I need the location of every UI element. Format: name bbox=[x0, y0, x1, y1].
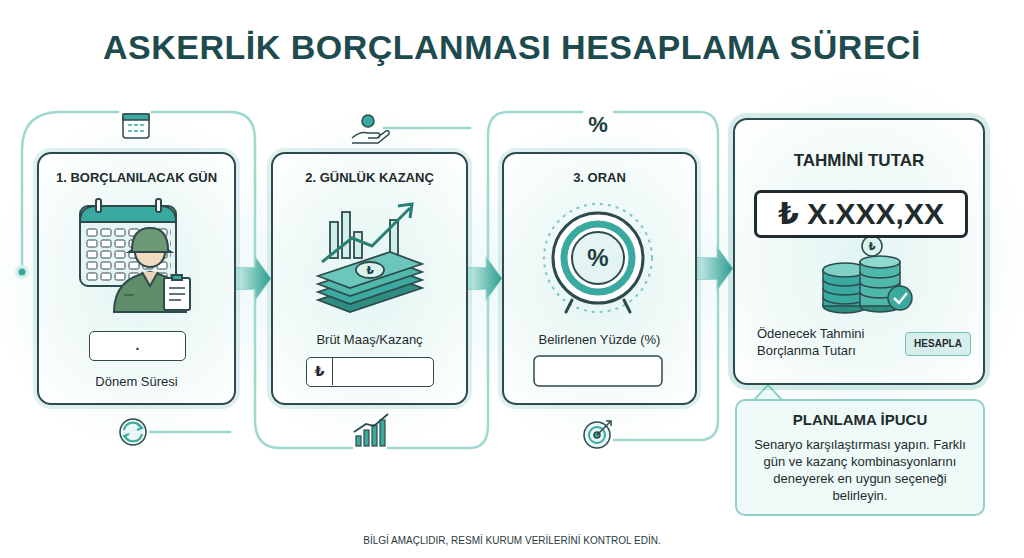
soldier-illustration bbox=[129, 228, 171, 252]
step-panel: 3. ORAN Belirlenen Yüzde (%) bbox=[502, 152, 697, 405]
glow-ground bbox=[450, 110, 750, 450]
bar-chart-icon bbox=[356, 436, 361, 446]
coins-illustration bbox=[862, 236, 882, 256]
step-heading: 3. ORAN bbox=[504, 170, 695, 187]
result-heading: TAHMİNİ TUTAR bbox=[735, 150, 983, 172]
soldier-illustration bbox=[164, 278, 190, 310]
tip-callout: PLANLAMA İPUCU Senaryo karşılaştırması ya… bbox=[735, 399, 985, 516]
money-illustration bbox=[398, 204, 412, 218]
tip-pointer bbox=[754, 385, 782, 400]
result-panel: TAHMİNİ TUTAR Ödenecek Tahmini Borçlanma … bbox=[733, 118, 985, 385]
coins-illustration bbox=[888, 286, 912, 310]
calculate-button: HESAPLA bbox=[905, 332, 971, 356]
input-field: . bbox=[89, 331, 186, 361]
left-dot bbox=[15, 265, 29, 279]
tip-pointer bbox=[754, 385, 782, 400]
field-label: Belirlenen Yüzde (%) bbox=[504, 332, 695, 349]
coins-illustration bbox=[823, 236, 912, 313]
percent-icon: % bbox=[588, 112, 608, 138]
input-value: . bbox=[90, 332, 185, 359]
refresh-icon bbox=[124, 424, 142, 440]
calendar-icon-small bbox=[123, 114, 149, 120]
glow-ground bbox=[220, 110, 520, 450]
glow-ground bbox=[0, 70, 1024, 450]
amount-display: ₺ X.XXX,XX bbox=[754, 190, 968, 238]
target-icon bbox=[597, 421, 611, 435]
hand-coin-icon bbox=[362, 115, 374, 127]
hand-coin-icon bbox=[352, 131, 389, 143]
empty-input-field bbox=[534, 356, 662, 386]
diagram-title: ASKERLİK BORÇLANMASI HESAPLAMA SÜRECİ bbox=[0, 28, 1024, 67]
calendar-illustration bbox=[80, 199, 176, 286]
glow-ground bbox=[0, 110, 290, 450]
percent-symbol: % bbox=[587, 244, 608, 272]
currency-symbol: ₺ bbox=[307, 358, 333, 385]
calendar-icon-small bbox=[123, 114, 149, 138]
decor-lines bbox=[152, 112, 352, 448]
bar-chart-icon bbox=[354, 414, 388, 432]
field-label: Dönem Süresi bbox=[39, 374, 234, 391]
step-panel: 1. BORÇLANILACAK GÜN Dönem Süresi. bbox=[37, 152, 236, 405]
soldier-illustration bbox=[114, 228, 190, 312]
money-illustration bbox=[318, 252, 422, 288]
calendar-illustration bbox=[96, 199, 101, 212]
money-illustration bbox=[356, 262, 384, 278]
soldier-illustration bbox=[142, 272, 158, 286]
hand-coin-icon bbox=[352, 115, 389, 143]
left-dot bbox=[19, 269, 26, 276]
coins-illustration bbox=[894, 293, 907, 303]
step-heading: 2. GÜNLÜK KAZANÇ bbox=[273, 170, 466, 187]
bar-chart-icon bbox=[364, 430, 369, 446]
step-heading: 1. BORÇLANILACAK GÜN bbox=[39, 170, 234, 187]
flow-arrow bbox=[468, 257, 502, 301]
currency-symbol: ₺ bbox=[869, 241, 876, 252]
soldier-illustration bbox=[169, 288, 185, 300]
calendar-icon-small bbox=[123, 114, 149, 138]
gauge-illustration bbox=[564, 224, 632, 292]
button-label: HESAPLA bbox=[906, 333, 970, 355]
money-illustration bbox=[322, 208, 410, 262]
gauge-illustration bbox=[544, 204, 652, 312]
flow-arrow bbox=[236, 257, 271, 301]
refresh-icon bbox=[124, 423, 142, 441]
flow-arrow bbox=[697, 247, 733, 291]
decor-lines bbox=[150, 431, 230, 434]
bar-chart-icon bbox=[372, 425, 377, 446]
left-dot bbox=[15, 265, 29, 279]
target-icon bbox=[584, 422, 610, 448]
coins-illustration bbox=[860, 256, 900, 268]
target-icon bbox=[584, 421, 611, 448]
amount-value: ₺ X.XXX,XX bbox=[757, 193, 965, 235]
field-label: Brüt Maaş/Kazanç bbox=[273, 332, 466, 349]
step-panel: 2. GÜNLÜK KAZANÇ Brüt Maaş/Kazanç ₺ bbox=[271, 152, 468, 405]
calendar-icon-small bbox=[128, 125, 144, 131]
tip-heading: PLANLAMA İPUCU bbox=[749, 410, 971, 430]
soldier-illustration bbox=[172, 275, 182, 280]
refresh-icon bbox=[120, 419, 146, 445]
currency-symbol: ₺ bbox=[366, 264, 374, 277]
gauge-illustration bbox=[544, 204, 652, 312]
money-illustration bbox=[318, 204, 422, 312]
caption: BİLGİ AMAÇLIDIR, RESMİ KURUM VERİLERİNİ … bbox=[0, 535, 1024, 546]
money-illustration bbox=[342, 212, 350, 258]
refresh-icon bbox=[120, 419, 146, 445]
bar-chart-icon bbox=[354, 414, 388, 446]
calendar-illustration bbox=[156, 199, 161, 212]
money-illustration bbox=[354, 232, 362, 258]
gauge-illustration bbox=[572, 232, 624, 284]
bar-chart-icon bbox=[380, 420, 385, 446]
empty-input-field bbox=[534, 356, 662, 386]
input-field: ₺ bbox=[306, 357, 434, 387]
tip-body: Senaryo karşılaştırması yapın. Farklı gü… bbox=[749, 436, 971, 504]
decor-lines bbox=[384, 127, 470, 130]
result-label: Ödenecek Tahmini Borçlanma Tutarı bbox=[757, 326, 897, 360]
gauge-illustration bbox=[553, 213, 643, 303]
decor-lines bbox=[22, 112, 718, 448]
glow-ground bbox=[690, 70, 1024, 450]
